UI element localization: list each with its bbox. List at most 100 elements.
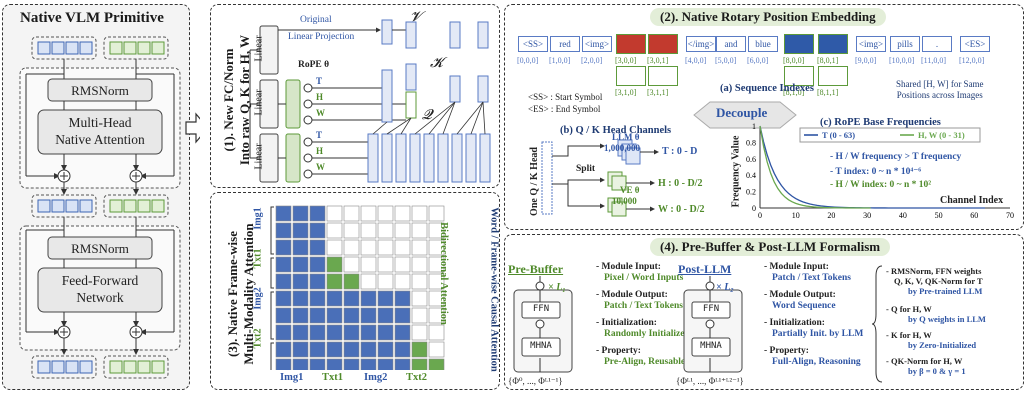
text-token: and	[716, 36, 746, 52]
v-symbol: 𝓥	[410, 10, 422, 25]
init-notes: - RMSNorm, FFN weights Q, K, V, QK-Norm …	[886, 266, 986, 376]
attention-cell	[275, 222, 292, 239]
attention-cell	[411, 290, 428, 307]
row-bracket	[270, 206, 274, 255]
attention-cell	[428, 205, 445, 222]
k-t-label: T	[316, 76, 323, 86]
init-note-c-2: by Zero-Initialized	[908, 340, 977, 350]
init-note-a-0: - RMSNorm, FFN weights	[886, 266, 982, 276]
image-patch-token	[784, 34, 814, 54]
attention-cell	[394, 290, 411, 307]
position-index: [3,1,1]	[647, 88, 669, 97]
qk-split-diagram	[541, 139, 659, 217]
row-label-img1: Img1	[252, 207, 264, 230]
attention-cell	[411, 239, 428, 256]
k-symbol: 𝓚	[430, 56, 444, 71]
attention-cell	[428, 222, 445, 239]
attention-cell	[292, 358, 309, 375]
attention-grid	[270, 200, 450, 375]
attention-cell	[411, 256, 428, 273]
col-label-img2: Img2	[364, 372, 388, 383]
attention-cell	[360, 205, 377, 222]
fc-norm-panel	[210, 4, 500, 188]
attention-cell	[411, 205, 428, 222]
image-patch-token	[648, 34, 678, 54]
init-note-c-1: by Q weights in LLM	[908, 314, 986, 324]
post-item-k-3: - Property:	[764, 346, 809, 356]
row-label-txt2: Txt2	[252, 328, 264, 349]
attention-cell	[428, 324, 445, 341]
position-index: [6,0,0]	[747, 56, 769, 65]
ann-3: - H / W index: 0 ~ n * 10²	[830, 180, 932, 190]
attention-cell	[292, 273, 309, 290]
seq-idx-label: (a) Sequence Indexes	[720, 83, 814, 94]
prebuffer-xl1: × L₁	[548, 282, 566, 293]
post-item-k-1: - Module Output:	[764, 290, 836, 300]
pre-item-v-3: Pre-Align, Reusable	[604, 357, 686, 367]
attention-cell	[292, 222, 309, 239]
prebuffer-mhna: MHNA	[530, 341, 552, 351]
attention-cell	[394, 341, 411, 358]
init-note-c-3: by β = 0 & γ = 1	[908, 366, 966, 376]
image-patch-token	[616, 66, 646, 86]
attention-cell	[275, 324, 292, 341]
pre-item-k-1: - Module Output:	[596, 290, 668, 300]
x-tick-label: 40	[899, 211, 907, 220]
col-label-img1: Img1	[280, 372, 304, 383]
legend-box	[799, 127, 981, 143]
attention-cell	[292, 307, 309, 324]
attention-cell	[428, 290, 445, 307]
k-h-label: H	[316, 92, 324, 102]
attention-cell	[377, 341, 394, 358]
attention-cell	[394, 273, 411, 290]
ss-legend: <SS> : Start Symbol	[528, 92, 603, 102]
attention-cell	[343, 290, 360, 307]
attention-cell	[360, 290, 377, 307]
postllm-ffn: FFN	[702, 304, 720, 314]
pre-item-v-1: Patch / Text Tokens	[604, 301, 683, 311]
image-patch-token	[818, 34, 848, 54]
postllm-mhna: MHNA	[700, 341, 722, 351]
x-tick-label: 60	[970, 211, 978, 220]
position-index: [8,0,0]	[783, 56, 805, 65]
attention-cell	[343, 239, 360, 256]
expand-arrow-icon	[185, 112, 200, 144]
attention-cell	[360, 307, 377, 324]
linear-projection-label: Linear Projection	[288, 32, 355, 42]
col-label-txt1: Txt1	[322, 372, 343, 383]
attention-cell	[292, 205, 309, 222]
y-tick-label: 0	[752, 204, 756, 213]
position-index: [3,1,0]	[615, 88, 637, 97]
frame-attention-panel	[210, 192, 500, 390]
row-label-img2: Img2	[252, 287, 264, 310]
position-index: [3,0,0]	[615, 56, 637, 65]
text-token: <SS>	[518, 36, 548, 52]
w-range-label: W : 0 - D/2	[658, 204, 705, 215]
attention-cell	[360, 222, 377, 239]
x-tick-label: 30	[863, 211, 871, 220]
attention-cell	[309, 307, 326, 324]
attention-cell	[292, 239, 309, 256]
ve-theta-label: VE θ	[620, 185, 640, 195]
attention-cell	[428, 273, 445, 290]
position-index: [1,0,0]	[549, 56, 571, 65]
output-token-group-green	[103, 355, 169, 379]
vlm-diagram	[19, 36, 200, 379]
attention-cell	[428, 358, 445, 375]
prebuffer-ffn: FFN	[532, 304, 550, 314]
attention-cell	[411, 324, 428, 341]
row-label-txt1: Txt1	[252, 248, 264, 269]
bidirectional-label: Bidirectional Attention	[437, 222, 449, 325]
vlm-title: Native VLM Primitive	[20, 10, 164, 26]
postllm-xl2: × L₂	[716, 282, 734, 293]
pre-item-k-2: - Initialization:	[596, 318, 657, 328]
attention-cell	[377, 358, 394, 375]
attention-cell	[326, 358, 343, 375]
series-line-0	[759, 125, 985, 209]
attention-cell	[292, 324, 309, 341]
postllm-formula: {Φᴸ¹, ..., Φᴸ¹⁺ᴸ²⁻¹}	[676, 376, 744, 386]
attention-cell	[360, 324, 377, 341]
q-w-label: W	[316, 162, 325, 172]
attention-cell	[292, 256, 309, 273]
prebuffer-items: - Module Input: Pixel / Word Inputs - Mo…	[596, 262, 690, 368]
